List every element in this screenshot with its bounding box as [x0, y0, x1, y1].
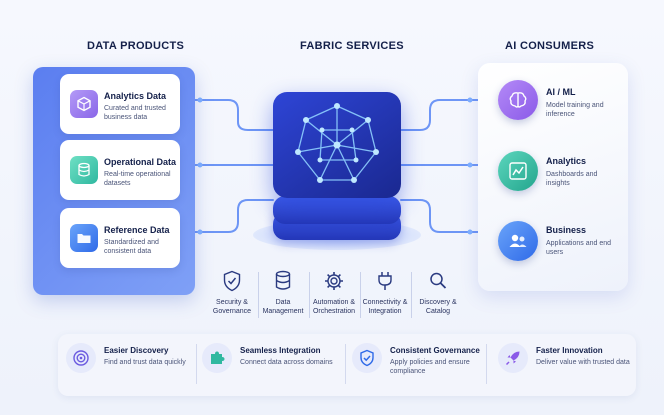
service-label: Data Management	[262, 299, 304, 315]
consumer-title: Analytics	[546, 156, 587, 166]
service-data-management[interactable]: Data Management	[255, 268, 311, 316]
benefit-subtitle: Apply policies and ensure compliance	[390, 359, 470, 375]
data-products-heading: DATA PRODUCTS	[87, 40, 185, 52]
benefit-divider	[345, 344, 346, 384]
benefit-divider	[486, 344, 487, 384]
service-discovery[interactable]: Discovery & Catalog	[410, 268, 466, 316]
connector-node	[197, 97, 203, 103]
service-label: Security & Governance	[212, 299, 252, 315]
service-label: Discovery & Catalog	[419, 299, 457, 315]
chart-icon[interactable]	[498, 151, 538, 191]
fabric-core[interactable]	[273, 92, 401, 198]
card-subtitle: Standardized and consistent data	[104, 239, 159, 255]
service-label: Automation & Orchestration	[312, 299, 356, 315]
connector-node	[197, 229, 203, 235]
consumer-subtitle: Applications and end users	[546, 240, 611, 256]
analytics-data-card[interactable]: Analytics Data Curated and trusted busin…	[60, 74, 180, 134]
card-title: Reference Data	[104, 225, 170, 235]
service-connectivity[interactable]: Connectivity & Integration	[357, 268, 413, 316]
card-subtitle: Curated and trusted business data	[104, 105, 166, 121]
card-subtitle: Real-time operational datasets	[104, 171, 171, 187]
consumer-title: Business	[546, 225, 587, 235]
benefit-title: Faster Innovation	[536, 346, 603, 355]
benefits-bar	[58, 334, 636, 396]
service-security[interactable]: Security & Governance	[204, 268, 260, 316]
connector-ai	[400, 99, 499, 131]
consumer-title: AI / ML	[546, 87, 576, 97]
shield-check-icon	[352, 343, 382, 373]
plug-icon	[357, 268, 413, 294]
folder-icon	[70, 224, 98, 252]
cube-icon	[70, 90, 98, 118]
fabric-services-heading: FABRIC SERVICES	[300, 40, 404, 52]
network-icon	[295, 103, 379, 183]
consumer-subtitle: Model training and inference	[546, 102, 604, 118]
benefit-divider	[196, 344, 197, 384]
connector-business	[400, 199, 499, 233]
connector-reference	[179, 199, 274, 233]
benefit-title: Consistent Governance	[390, 346, 480, 355]
gear-icon	[306, 268, 362, 294]
target-icon	[66, 343, 96, 373]
connector-node	[467, 97, 473, 103]
card-title: Analytics Data	[104, 91, 167, 101]
service-divider	[360, 272, 361, 318]
connector-node	[197, 162, 203, 168]
shield-check-icon	[204, 268, 260, 294]
service-divider	[258, 272, 259, 318]
benefit-subtitle: Deliver value with trusted data	[536, 359, 630, 366]
connector-node	[467, 229, 473, 235]
benefit-title: Easier Discovery	[104, 346, 169, 355]
connector-node	[467, 162, 473, 168]
consumer-subtitle: Dashboards and insights	[546, 171, 598, 187]
reference-data-card[interactable]: Reference Data Standardized and consiste…	[60, 208, 180, 268]
database-icon	[255, 268, 311, 294]
benefit-title: Seamless Integration	[240, 346, 321, 355]
card-title: Operational Data	[104, 157, 177, 167]
ai-consumers-heading: AI CONSUMERS	[505, 40, 595, 52]
fabric-layer-2	[273, 196, 401, 224]
brain-icon[interactable]	[498, 80, 538, 120]
rocket-icon	[498, 343, 528, 373]
service-automation[interactable]: Automation & Orchestration	[306, 268, 362, 316]
search-icon	[410, 268, 466, 294]
database-icon	[70, 156, 98, 184]
operational-data-card[interactable]: Operational Data Real-time operational d…	[60, 140, 180, 200]
service-divider	[411, 272, 412, 318]
benefit-subtitle: Find and trust data quickly	[104, 359, 186, 366]
users-icon[interactable]	[498, 221, 538, 261]
benefit-subtitle: Connect data across domains	[240, 359, 333, 366]
puzzle-icon	[202, 343, 232, 373]
service-label: Connectivity & Integration	[362, 299, 408, 315]
service-divider	[309, 272, 310, 318]
connector-analytics	[179, 99, 274, 131]
